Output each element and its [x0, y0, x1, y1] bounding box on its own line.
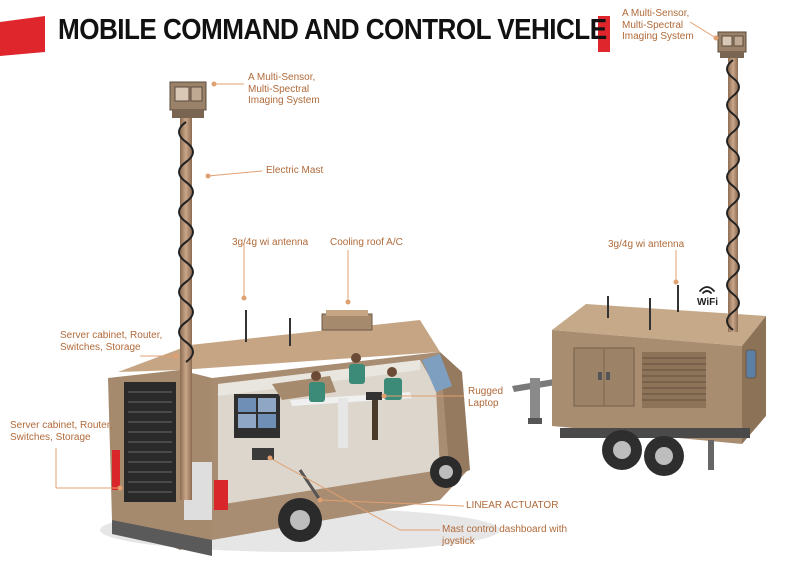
header-accent-left	[0, 16, 45, 56]
callout-antenna-trailer: 3g/4g wi antenna	[608, 239, 685, 250]
van-mast	[180, 118, 192, 500]
van-imaging-sensor	[169, 81, 207, 118]
callout-server-cabinet-upper: Server cabinet, Router, Switches, Storag…	[60, 330, 163, 353]
trailer-mast	[728, 54, 738, 332]
page-title: MOBILE COMMAND AND CONTROL VEHICLE	[58, 14, 607, 46]
callout-imaging-sensor-trailer: A Multi-Sensor, Multi-Spectral Imaging S…	[622, 8, 694, 42]
leader-dots	[117, 35, 719, 503]
van-mast-cable	[178, 121, 194, 363]
trailer-imaging-sensor	[717, 31, 747, 58]
header-accent-right	[598, 16, 610, 52]
callout-imaging-sensor-van: A Multi-Sensor, Multi-Spectral Imaging S…	[248, 72, 320, 106]
callout-electric-mast: Electric Mast	[266, 165, 324, 176]
wifi-badge: WiFi	[697, 297, 719, 308]
callout-cooling-ac: Cooling roof A/C	[330, 237, 403, 248]
trailer	[512, 285, 766, 476]
callout-mast-dashboard: Mast control dashboard with joystick	[442, 524, 568, 547]
leader-lines	[55, 21, 717, 531]
trailer-mast-cable	[726, 59, 740, 331]
callout-linear-actuator: LINEAR ACTUATOR	[466, 500, 559, 511]
wifi-icon	[699, 286, 715, 294]
callout-antenna-van: 3g/4g wi antenna	[232, 237, 309, 248]
callout-rugged-laptop: Rugged Laptop	[468, 386, 504, 409]
callout-server-cabinet-lower: Server cabinet, Router, Switches, Storag…	[10, 420, 113, 443]
